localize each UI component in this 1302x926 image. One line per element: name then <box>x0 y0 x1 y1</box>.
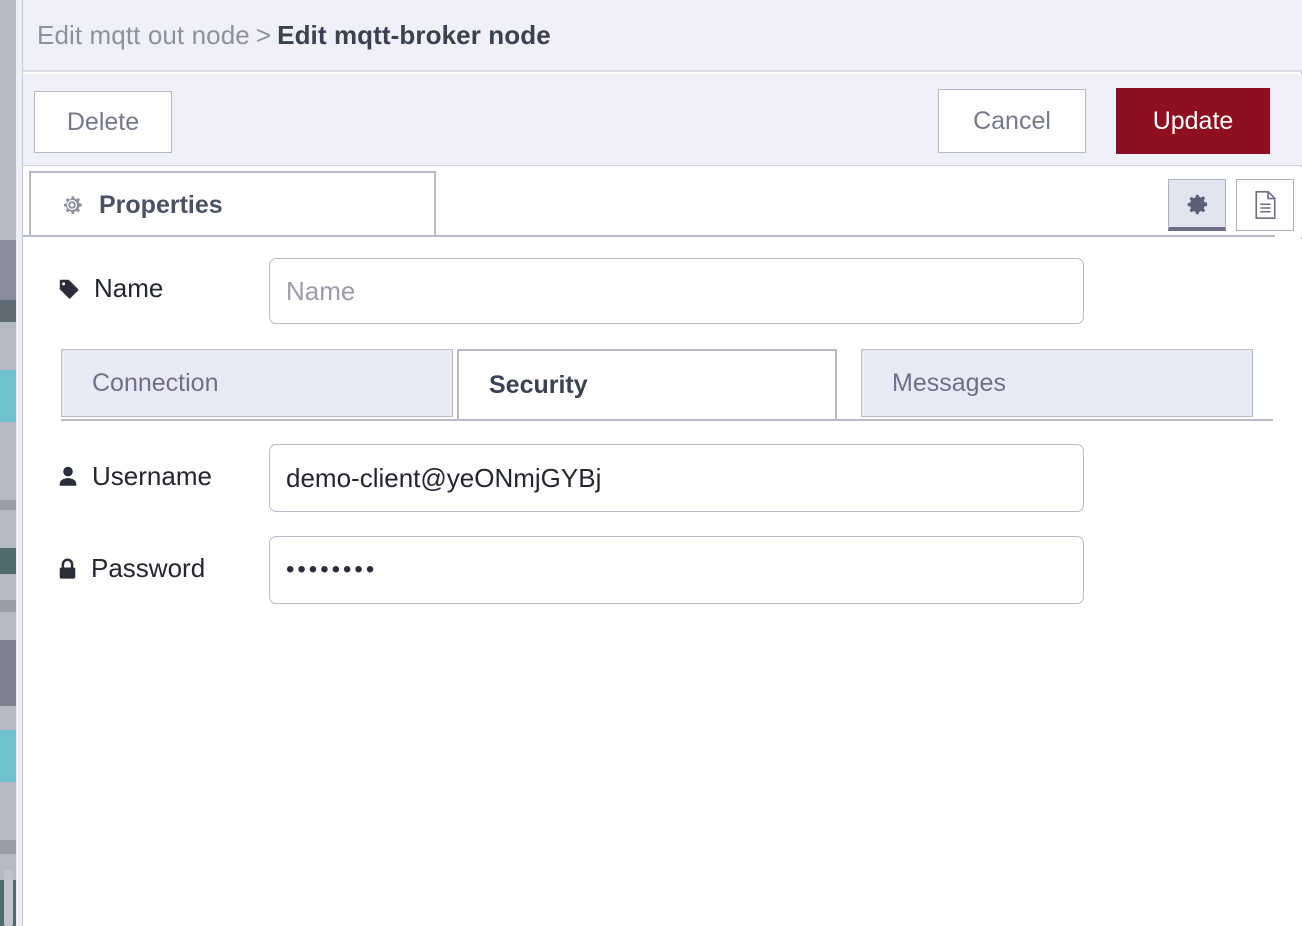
subtabs-underline <box>61 419 1273 421</box>
username-row-label: Username <box>57 461 212 492</box>
username-label: Username <box>92 461 212 491</box>
edit-node-dialog: Edit mqtt out node>Edit mqtt-broker node… <box>22 0 1302 926</box>
document-icon <box>1252 190 1279 220</box>
delete-button[interactable]: Delete <box>34 91 172 153</box>
editor-canvas-background <box>0 0 16 926</box>
properties-form: Name Name Connection Security Messages <box>23 239 1302 926</box>
update-button[interactable]: Update <box>1116 88 1270 154</box>
gear-icon <box>59 192 85 218</box>
password-row-label: Password <box>57 553 205 584</box>
dialog-tabbar: Properties <box>23 167 1302 237</box>
canvas-node-fragment <box>0 600 16 612</box>
dialog-header: Edit mqtt out node>Edit mqtt-broker node <box>23 0 1302 72</box>
subtab-messages-label: Messages <box>892 368 1006 397</box>
canvas-node-fragment <box>0 730 16 782</box>
breadcrumb-current: Edit mqtt-broker node <box>277 20 551 50</box>
name-row-label: Name <box>57 273 163 304</box>
username-input[interactable]: demo-client@yeONmjGYBj <box>269 444 1084 512</box>
dialog-toolbar: Delete Cancel Update <box>23 74 1302 166</box>
tab-properties-label: Properties <box>99 190 223 219</box>
canvas-node-fragment <box>0 300 16 322</box>
canvas-scrollbar[interactable] <box>4 870 13 926</box>
canvas-node-fragment <box>0 500 16 510</box>
password-label: Password <box>91 553 206 583</box>
tab-properties[interactable]: Properties <box>29 171 436 237</box>
description-document-button[interactable] <box>1236 179 1294 231</box>
canvas-node-fragment <box>0 840 16 854</box>
tag-icon <box>57 277 81 301</box>
password-input[interactable]: •••••••• <box>269 536 1084 604</box>
canvas-node-fragment <box>0 548 16 574</box>
subtab-connection[interactable]: Connection <box>61 349 453 417</box>
tabbar-underline <box>23 235 1273 237</box>
user-icon <box>57 465 79 489</box>
breadcrumb: Edit mqtt out node>Edit mqtt-broker node <box>37 20 551 51</box>
settings-gear-button[interactable] <box>1168 179 1226 231</box>
breadcrumb-separator: > <box>255 20 272 50</box>
canvas-node-fragment <box>0 640 16 706</box>
lock-icon <box>57 557 78 581</box>
subtab-connection-label: Connection <box>92 368 219 397</box>
subtab-security-label: Security <box>489 370 588 399</box>
breadcrumb-parent[interactable]: Edit mqtt out node <box>37 20 250 50</box>
name-input[interactable]: Name <box>269 258 1084 324</box>
name-label: Name <box>94 273 164 303</box>
canvas-node-fragment <box>0 240 16 300</box>
subtab-messages[interactable]: Messages <box>861 349 1253 417</box>
subtab-security[interactable]: Security <box>457 349 837 419</box>
canvas-gutter <box>16 0 22 926</box>
security-subtabs: Connection Security Messages <box>61 349 1273 421</box>
password-masked-value: •••••••• <box>286 556 378 583</box>
cancel-button[interactable]: Cancel <box>938 89 1086 153</box>
canvas-node-fragment <box>0 370 16 422</box>
gear-icon <box>1183 190 1211 218</box>
